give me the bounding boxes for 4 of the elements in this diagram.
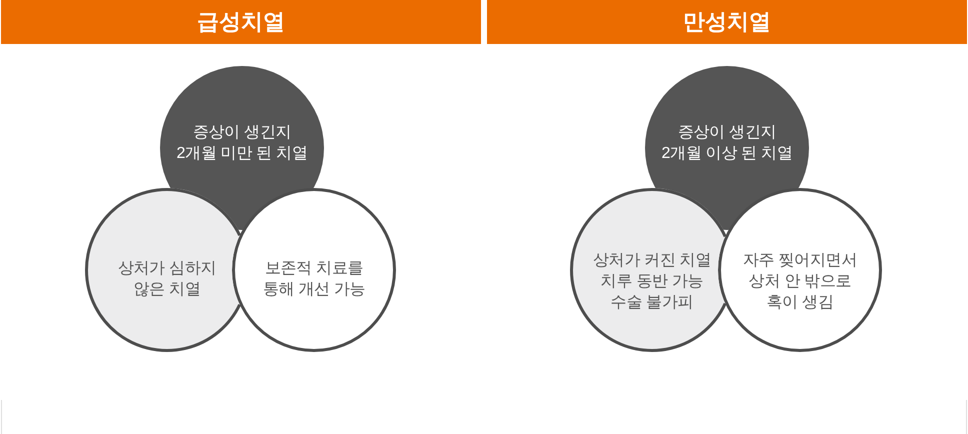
header-bar: 급성치열 [1,0,481,44]
venn-circle: 자주 찢어지면서 상처 안 밖으로 혹이 생김 [718,188,882,352]
header-bar: 만성치열 [487,0,967,44]
venn-circle: 보존적 치료를 통해 개선 가능 [232,188,396,352]
